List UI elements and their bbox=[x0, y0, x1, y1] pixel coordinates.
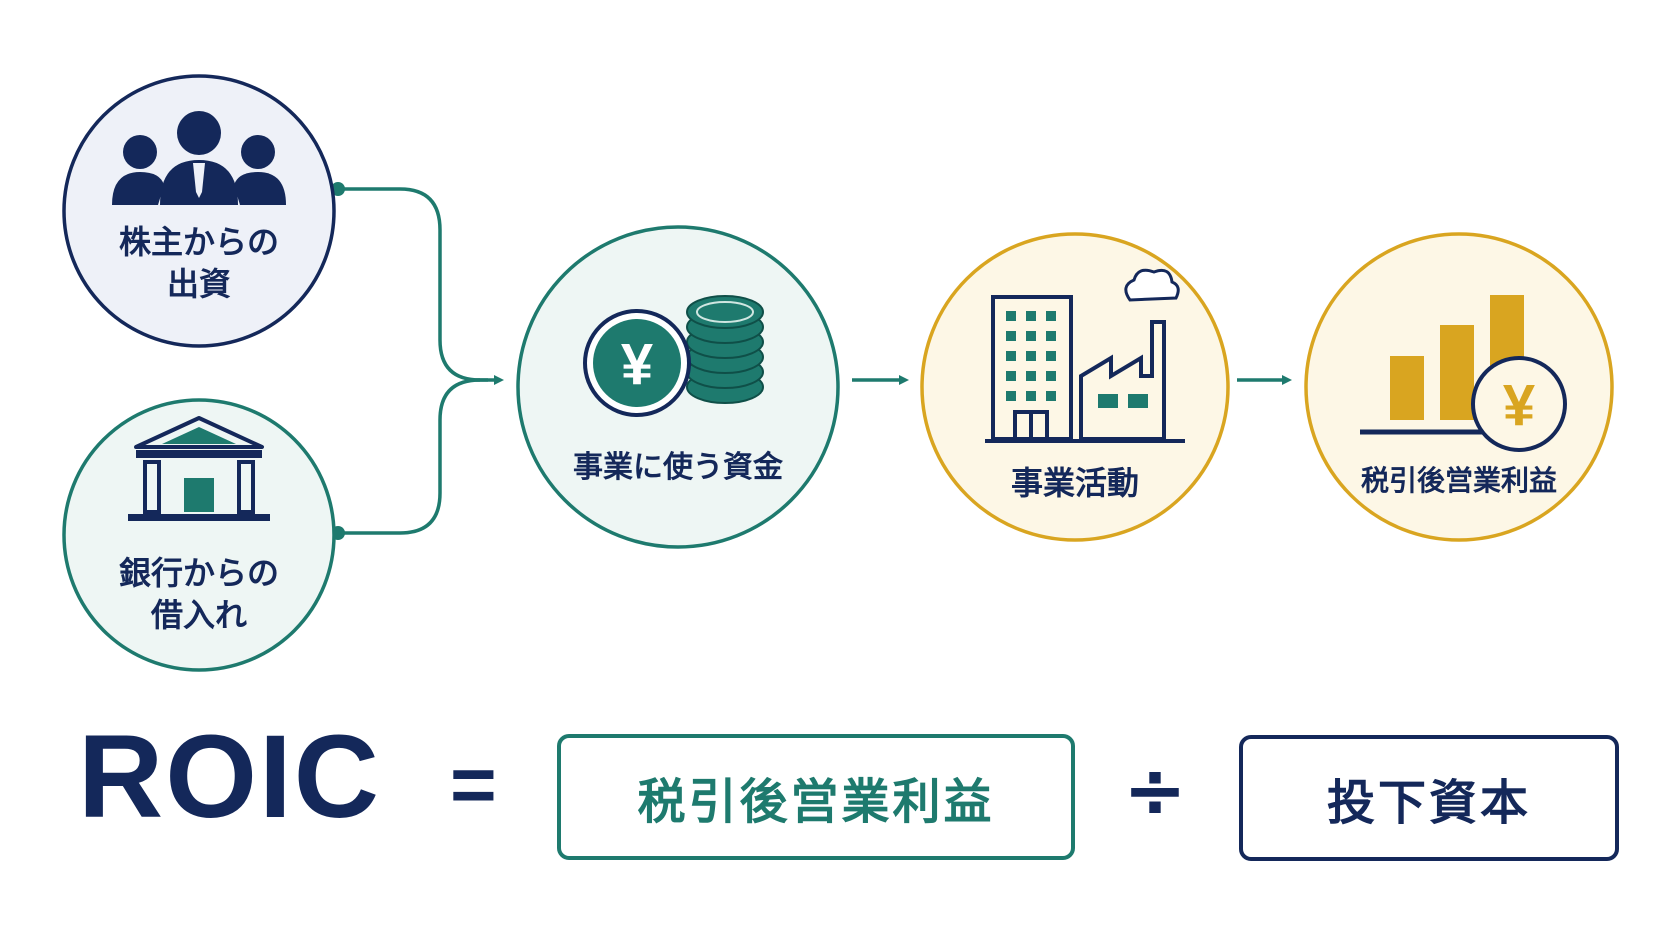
formula-roic: ROIC bbox=[78, 711, 381, 843]
factory-icon bbox=[985, 268, 1185, 443]
bar-chart-yen-icon: ¥ bbox=[1360, 295, 1567, 452]
formula-denominator: 投下資本 bbox=[1326, 775, 1531, 831]
connector-shareholders-to-capital bbox=[331, 182, 488, 382]
formula-divide: ÷ bbox=[1123, 745, 1187, 834]
business-label: 事業活動 bbox=[1010, 464, 1139, 502]
formula-equals: = bbox=[450, 740, 497, 829]
svg-text:¥: ¥ bbox=[1503, 373, 1535, 438]
profit-label: 税引後営業利益 bbox=[1360, 464, 1557, 497]
formula-numerator-box: 税引後営業利益 bbox=[557, 734, 1075, 860]
bank-circle bbox=[62, 398, 336, 672]
capital-label: 事業に使う資金 bbox=[573, 450, 783, 485]
connector-bank-to-capital bbox=[331, 378, 481, 540]
svg-text:¥: ¥ bbox=[621, 332, 653, 397]
people-icon bbox=[112, 111, 286, 205]
shareholders-label: 株主からの 出資 bbox=[118, 223, 279, 303]
bank-label: 銀行からの 借入れ bbox=[118, 554, 279, 634]
formula-numerator: 税引後営業利益 bbox=[637, 774, 995, 830]
bank-icon bbox=[128, 416, 270, 521]
yen-coins-icon: ¥ bbox=[583, 295, 764, 417]
formula-denominator-box: 投下資本 bbox=[1239, 735, 1619, 861]
